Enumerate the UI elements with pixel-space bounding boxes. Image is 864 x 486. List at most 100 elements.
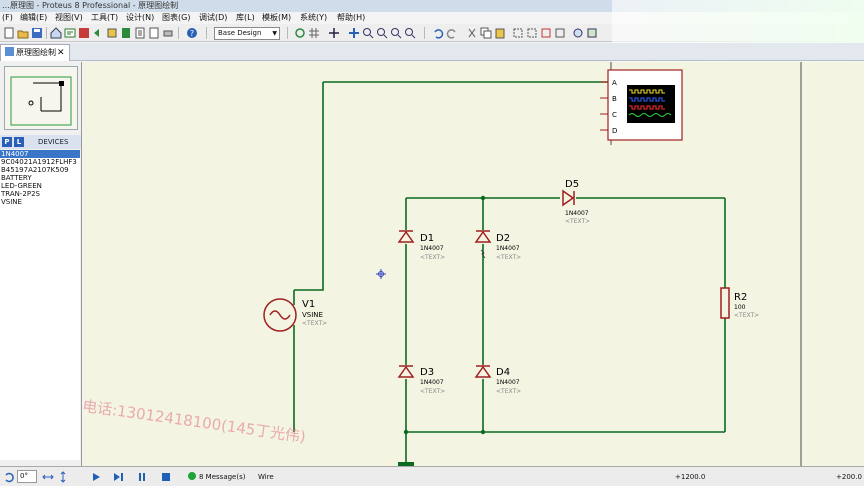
list-item[interactable]: 1N4007 — [0, 150, 80, 158]
refresh-icon[interactable] — [294, 27, 306, 39]
make-device-icon[interactable] — [586, 27, 598, 39]
overview-window[interactable] — [4, 66, 78, 130]
tab-schematic-label: 原理图绘制 — [16, 48, 56, 57]
menu-library[interactable]: 库(L) — [236, 13, 255, 22]
d4-text: <TEXT> — [496, 388, 521, 395]
menu-view[interactable]: 视图(V) — [55, 13, 83, 22]
block-rotate-icon[interactable] — [540, 27, 552, 39]
pan-icon[interactable] — [348, 27, 360, 39]
list-item[interactable]: TRAN-2P2S — [1, 190, 40, 198]
design-variant-value: Base Design — [218, 29, 262, 37]
v1-value: VSINE — [302, 311, 323, 319]
menu-system[interactable]: 系统(Y) — [300, 13, 328, 22]
open-folder-icon[interactable] — [17, 27, 29, 39]
status-ok-icon — [188, 472, 196, 480]
list-item[interactable]: 9C04021A1912FLHF3 — [1, 158, 77, 166]
list-item[interactable]: VSINE — [1, 198, 22, 206]
zoom-area-icon[interactable] — [404, 27, 416, 39]
menu-design[interactable]: 设计(N) — [126, 13, 155, 22]
coord-x: +1200.0 — [675, 473, 706, 481]
menu-file[interactable]: (F) — [2, 13, 13, 22]
design-variant-select[interactable]: Base Design ▼ — [214, 27, 280, 40]
mirror-vertical-icon[interactable] — [57, 471, 69, 483]
new-file-icon[interactable] — [3, 27, 15, 39]
rotate-icon[interactable] — [3, 471, 15, 483]
junctions — [403, 195, 486, 435]
diode-d5[interactable] — [562, 189, 575, 207]
scope-channel-c: C — [612, 111, 617, 119]
gerber-icon[interactable] — [134, 27, 146, 39]
menu-tools[interactable]: 工具(T) — [91, 13, 119, 22]
list-item[interactable]: B45197A2107K509 — [1, 166, 69, 174]
paste-icon[interactable] — [494, 27, 506, 39]
device-list: 1N4007 9C04021A1912FLHF3 B45197A2107K509… — [0, 150, 80, 460]
pencil-cursor-icon — [480, 249, 486, 259]
undo-icon[interactable] — [432, 27, 444, 39]
d1-text: <TEXT> — [420, 254, 445, 261]
list-item[interactable]: BATTERY — [1, 174, 32, 182]
zoom-out-icon[interactable] — [376, 27, 388, 39]
save-icon[interactable] — [31, 27, 43, 39]
d5-value: 1N4007 — [565, 210, 589, 217]
menu-debug[interactable]: 调试(D) — [199, 13, 228, 22]
cut-icon[interactable] — [466, 27, 478, 39]
schematic-canvas[interactable]: A B C D V1 VSINE <TEXT> D1 1N4007 — [83, 62, 864, 466]
pause-icon[interactable] — [136, 471, 148, 483]
pcb-icon[interactable] — [78, 27, 90, 39]
resistor-r2[interactable] — [720, 287, 730, 319]
pick-device-icon[interactable] — [572, 27, 584, 39]
d3-text: <TEXT> — [420, 388, 445, 395]
scope-channel-b: B — [612, 95, 617, 103]
tab-schematic[interactable]: 原理图绘制 ✕ — [0, 44, 70, 61]
diode-d4[interactable] — [474, 365, 492, 378]
diode-d2[interactable] — [474, 230, 492, 243]
menu-edit[interactable]: 编辑(E) — [20, 13, 48, 22]
block-move-icon[interactable] — [526, 27, 538, 39]
list-item[interactable]: LED-GREEN — [1, 182, 42, 190]
mirror-horizontal-icon[interactable] — [42, 471, 54, 483]
menu-help[interactable]: 帮助(H) — [337, 13, 366, 22]
copy-icon[interactable] — [480, 27, 492, 39]
oscilloscope[interactable]: A B C D — [600, 69, 683, 141]
home-icon[interactable] — [50, 27, 62, 39]
back-icon[interactable] — [92, 27, 104, 39]
devices-header: P L DEVICES — [0, 135, 81, 149]
block-copy-icon[interactable] — [512, 27, 524, 39]
menu-template[interactable]: 模板(M) — [262, 13, 292, 22]
bom-icon[interactable] — [120, 27, 132, 39]
edit-mode-text: Wire — [258, 473, 274, 481]
vsine-source[interactable] — [263, 290, 297, 332]
crosshair-cursor-icon — [376, 269, 386, 279]
play-icon[interactable] — [90, 471, 102, 483]
step-icon[interactable] — [112, 471, 124, 483]
d5-ref: D5 — [565, 179, 579, 190]
redo-icon[interactable] — [446, 27, 458, 39]
component-icon[interactable] — [106, 27, 118, 39]
stop-icon[interactable] — [160, 471, 172, 483]
library-manager-button[interactable]: L — [14, 137, 24, 147]
grid-icon[interactable] — [308, 27, 320, 39]
help-icon[interactable]: ? — [186, 27, 198, 39]
zoom-in-icon[interactable] — [362, 27, 374, 39]
rotation-field[interactable]: 0° — [17, 470, 37, 483]
diode-d1[interactable] — [397, 230, 415, 243]
diode-d3[interactable] — [397, 365, 415, 378]
v1-ref: V1 — [302, 299, 315, 310]
rotation-value: 0° — [20, 472, 28, 480]
menu-graph[interactable]: 图表(G) — [162, 13, 191, 22]
messages-indicator[interactable]: 8 Message(s) — [188, 471, 245, 483]
svg-text:?: ? — [190, 29, 194, 38]
d3-value: 1N4007 — [420, 379, 444, 386]
d1-value: 1N4007 — [420, 245, 444, 252]
origin-icon[interactable] — [328, 27, 340, 39]
print-icon[interactable] — [162, 27, 174, 39]
zoom-all-icon[interactable] — [390, 27, 402, 39]
r2-text: <TEXT> — [734, 312, 759, 319]
d1-ref: D1 — [420, 233, 434, 244]
r2-ref: R2 — [734, 292, 747, 303]
close-icon[interactable]: ✕ — [57, 48, 65, 58]
block-delete-icon[interactable] — [554, 27, 566, 39]
schematic-icon[interactable] — [64, 27, 76, 39]
pick-devices-button[interactable]: P — [2, 137, 12, 147]
notes-icon[interactable] — [148, 27, 160, 39]
